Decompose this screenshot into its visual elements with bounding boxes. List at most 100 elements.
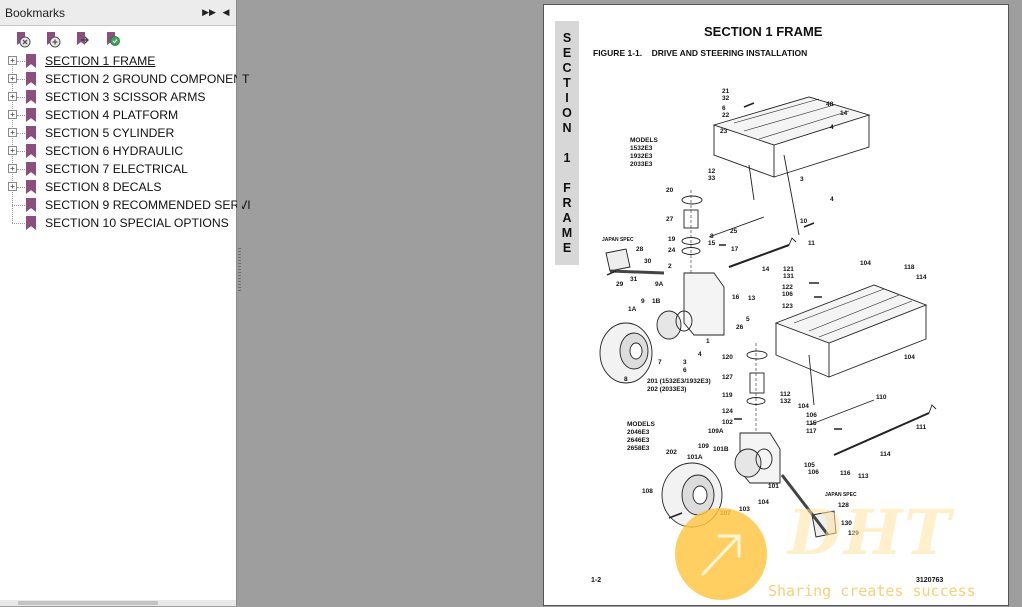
- model-line: 1532E3: [630, 145, 653, 152]
- panel-splitter[interactable]: [237, 0, 242, 606]
- callout-label: 26: [736, 324, 744, 331]
- expand-icon[interactable]: +: [8, 56, 17, 65]
- japan-spec-label: JAPAN SPEC: [602, 237, 634, 243]
- callout-label: 3: [800, 176, 804, 183]
- delete-bookmark-icon[interactable]: [12, 29, 32, 49]
- callout-label: 5: [746, 316, 750, 323]
- bookmarks-title: Bookmarks: [5, 5, 66, 20]
- bookmark-item[interactable]: SECTION 9 RECOMMENDED SERVI: [0, 196, 251, 214]
- callout-label: 122: [782, 284, 793, 291]
- callout-label: 23: [720, 128, 728, 135]
- bookmark-label: SECTION 2 GROUND COMPONENT: [45, 72, 250, 86]
- watermark-arrow-badge: [675, 508, 767, 600]
- callout-label: 33: [708, 175, 716, 182]
- callout-label: 115: [806, 420, 817, 427]
- expand-icon[interactable]: +: [8, 182, 17, 191]
- callout-label: 19: [668, 236, 676, 243]
- collapse-panel-icon[interactable]: ◀: [222, 7, 230, 17]
- callout-label: 4: [830, 196, 834, 203]
- callout-label: 129: [848, 530, 859, 537]
- callout-label: 14: [840, 110, 848, 117]
- model-line: 2046E3: [627, 429, 650, 436]
- callout-label: 130: [841, 520, 852, 527]
- side-tab-letter: F: [563, 180, 571, 195]
- callout-label: 120: [722, 354, 733, 361]
- callout-label: 21: [722, 88, 730, 95]
- callout-label: 30: [644, 258, 652, 265]
- model-line: 2033E3: [630, 161, 653, 168]
- bookmark-options-icon[interactable]: [102, 29, 122, 49]
- callout-label: 101B: [713, 446, 729, 453]
- bookmark-icon: [26, 72, 36, 86]
- bookmark-item[interactable]: + SECTION 1 FRAME: [0, 52, 236, 70]
- callout-label: 11: [808, 240, 815, 247]
- go-to-bookmark-icon[interactable]: [72, 29, 92, 49]
- callout-label: 116: [840, 470, 851, 477]
- document-number: 3120763: [916, 577, 944, 584]
- callout-label: 12: [708, 168, 716, 175]
- callout-label: 111: [916, 424, 927, 431]
- side-tab-letter: C: [562, 60, 572, 75]
- bookmark-item[interactable]: + SECTION 8 DECALS: [0, 178, 236, 196]
- callout-label: 105: [804, 462, 815, 469]
- bookmark-label: SECTION 1 FRAME: [45, 54, 156, 68]
- bookmark-item[interactable]: + SECTION 4 PLATFORM: [0, 106, 236, 124]
- bookmark-icon: [26, 54, 36, 68]
- exploded-parts-drawing: 21 32 6 22 23 48 14 4 12 33 3 4 10 20 27…: [599, 88, 937, 538]
- callout-label: 114: [880, 451, 891, 458]
- callout-label: 29: [616, 281, 624, 288]
- callout-label: 25: [730, 228, 738, 235]
- bookmark-item[interactable]: + SECTION 6 HYDRAULIC: [0, 142, 236, 160]
- model-line: 2646E3: [627, 437, 650, 444]
- model-note: 201 (1532E3/1932E3): [647, 378, 711, 385]
- callout-label: 27: [666, 216, 674, 223]
- new-bookmark-icon[interactable]: [42, 29, 62, 49]
- expand-icon[interactable]: +: [8, 110, 17, 119]
- callout-label: 121: [783, 266, 794, 273]
- callout-label: 8: [710, 233, 714, 240]
- callout-label: 13: [748, 295, 756, 302]
- bookmark-icon: [26, 144, 36, 158]
- expand-icon[interactable]: +: [8, 146, 17, 155]
- callout-label: 22: [722, 112, 730, 119]
- expand-icon[interactable]: +: [8, 164, 17, 173]
- callout-label: 106: [782, 291, 793, 298]
- expand-panel-icon[interactable]: ▶▶: [202, 7, 216, 17]
- callout-label: 6: [722, 105, 726, 112]
- callout-label: 114: [916, 274, 927, 281]
- splitter-grip[interactable]: [238, 248, 241, 292]
- side-tab-letter: N: [562, 120, 572, 135]
- expand-icon[interactable]: +: [8, 128, 17, 137]
- callout-label: 112: [780, 391, 791, 398]
- bookmark-item[interactable]: + SECTION 5 CYLINDER: [0, 124, 236, 142]
- callout-label: 128: [838, 502, 849, 509]
- callout-label: 4: [698, 351, 702, 358]
- side-tab-letter: R: [562, 195, 572, 210]
- model-line: MODELS: [630, 137, 658, 144]
- bookmarks-panel: Bookmarks ▶▶ ◀ + SECTION 1 FRAME + SECTI…: [0, 0, 251, 606]
- bookmark-item[interactable]: + SECTION 3 SCISSOR ARMS: [0, 88, 236, 106]
- scrollbar-thumb[interactable]: [18, 601, 158, 605]
- callout-label: 20: [666, 187, 674, 194]
- callout-label: 202: [666, 449, 677, 456]
- bookmark-label: SECTION 5 CYLINDER: [45, 126, 175, 140]
- horizontal-scrollbar[interactable]: [0, 600, 236, 606]
- side-tab-letter: I: [565, 90, 569, 105]
- bookmark-label: SECTION 10 SPECIAL OPTIONS: [45, 216, 229, 230]
- callout-label: 132: [780, 398, 791, 405]
- callout-label: 109A: [708, 428, 724, 435]
- callout-label: 127: [722, 374, 733, 381]
- bookmark-label: SECTION 8 DECALS: [45, 180, 162, 194]
- bookmark-icon: [26, 162, 36, 176]
- expand-icon[interactable]: +: [8, 74, 17, 83]
- callout-label: 1B: [652, 298, 661, 305]
- model-note: 202 (2033E3): [647, 386, 686, 393]
- bookmark-item[interactable]: + SECTION 2 GROUND COMPONENT: [0, 70, 250, 88]
- expand-icon[interactable]: +: [8, 92, 17, 101]
- callout-label: 123: [782, 303, 793, 310]
- callout-label: 4: [830, 124, 834, 131]
- bookmark-icon: [26, 216, 36, 230]
- bookmark-item[interactable]: + SECTION 7 ELECTRICAL: [0, 160, 236, 178]
- bookmark-item[interactable]: SECTION 10 SPECIAL OPTIONS: [0, 214, 236, 232]
